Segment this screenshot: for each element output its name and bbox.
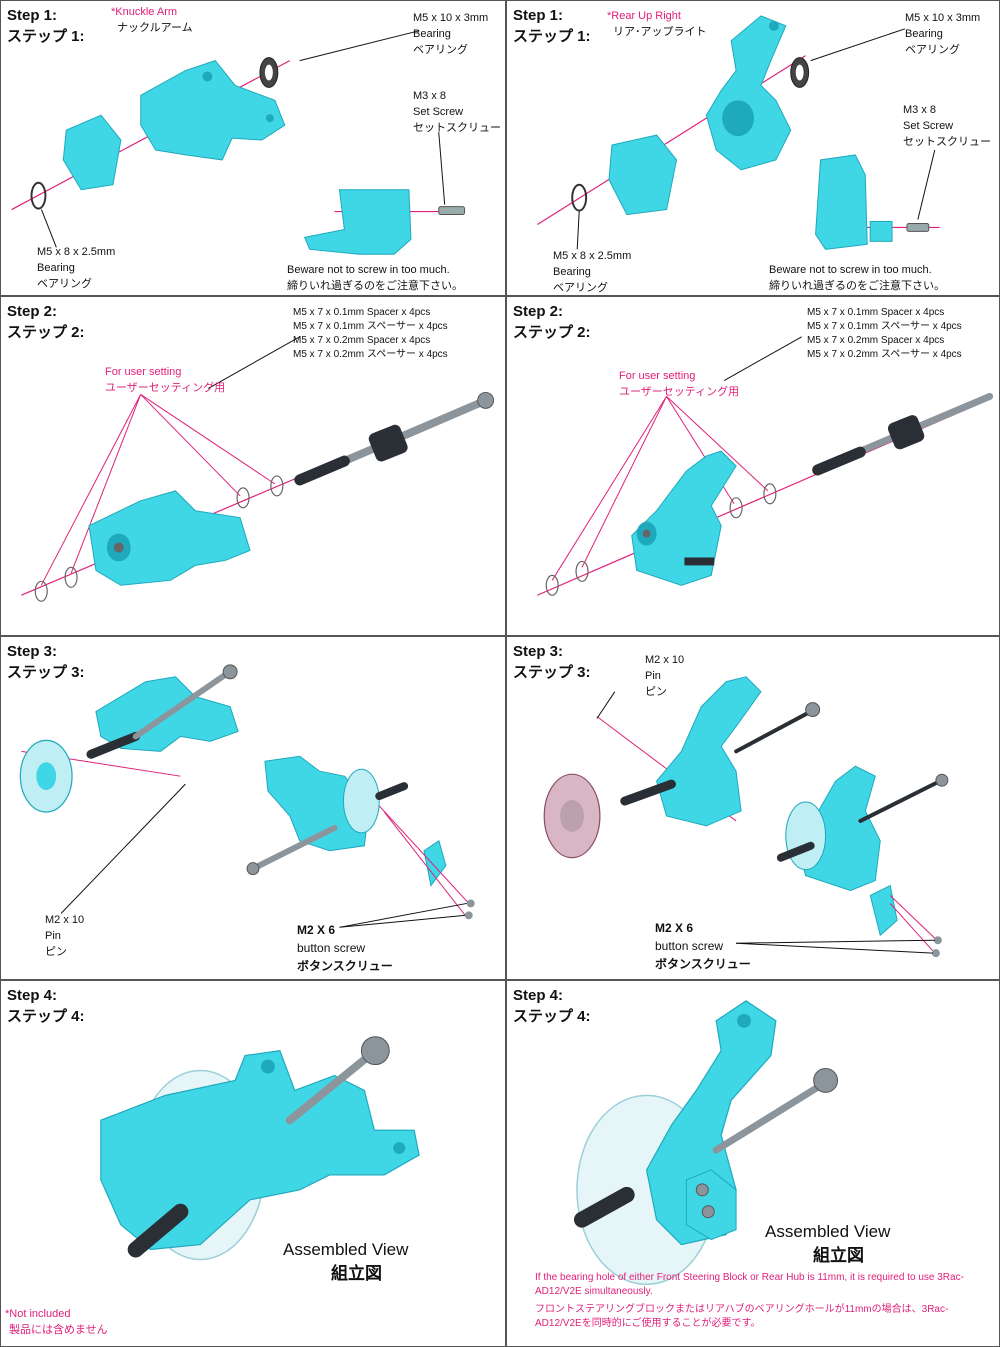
label-small-bearing: Bearing [553, 266, 591, 278]
label-rear-upright: *Rear Up Right [607, 10, 681, 22]
label-set-screw-jp: セットスクリュー [903, 136, 991, 148]
label-user-setting-jp: ユーザーセッティング用 [105, 382, 226, 394]
label-button-screw-jp: ボタンスクリュー [297, 959, 393, 973]
label-pin: Pin [645, 670, 661, 682]
label-warning-jp: 締りいれ過ぎるのをご注意下さい。 [769, 280, 945, 292]
panel-step4-upright: Step 4: ステップ 4: Assembled View 組立図 If th… [506, 980, 1000, 1347]
label-button-screw-size: M2 X 6 [297, 923, 336, 937]
label-set-screw-size: M3 x 8 [413, 90, 447, 102]
label-not-included: *Not included [5, 1308, 71, 1320]
step-title: Step 4: [513, 987, 564, 1004]
label-bearing-note-jp: フロントステアリングブロックまたはリアハブのベアリングホールが11mmの場合は、… [535, 1304, 949, 1329]
label-assembled-view-jp: 組立図 [331, 1264, 382, 1283]
step3-knuckle-diagram [19, 664, 475, 928]
label-bearing-size: M5 x 10 x 3mm [413, 12, 489, 24]
label-rear-upright-jp: リア･アップライト [613, 26, 707, 38]
label-spacer-1-jp: M5 x 7 x 0.1mm スペーサー x 4pcs [807, 321, 962, 332]
label-assembled-view: Assembled View [283, 1240, 409, 1259]
label-set-screw: Set Screw [413, 106, 464, 118]
step-title: Step 3: [513, 643, 564, 660]
label-set-screw-size: M3 x 8 [903, 104, 937, 116]
label-knuckle-arm: *Knuckle Arm [111, 6, 178, 18]
label-pin-size: M2 x 10 [645, 654, 685, 666]
panel-step3-upright: Step 3: ステップ 3: M2 x 10 [506, 636, 1000, 980]
step-title: Step 4: [7, 987, 58, 1004]
label-spacer-2: M5 x 7 x 0.2mm Spacer x 4pcs [293, 335, 431, 346]
label-spacer-2-jp: M5 x 7 x 0.2mm スペーサー x 4pcs [807, 349, 962, 360]
label-button-screw-size: M2 X 6 [655, 921, 694, 935]
step-title: Step 2: [513, 303, 564, 320]
step-title: Step 3: [7, 643, 58, 660]
label-assembled-view: Assembled View [765, 1222, 891, 1241]
label-user-setting-jp: ユーザーセッティング用 [619, 386, 740, 398]
label-pin-size: M2 x 10 [45, 914, 85, 926]
label-small-bearing-size: M5 x 8 x 2.5mm [37, 246, 116, 258]
label-pin: Pin [45, 930, 61, 942]
label-spacer-1: M5 x 7 x 0.1mm Spacer x 4pcs [293, 307, 431, 318]
panel-step3-knuckle: Step 3: ステップ 3: M2 x [0, 636, 506, 980]
label-small-bearing-jp: ベアリング [553, 282, 608, 294]
step-title-jp: ステップ 1: [7, 28, 85, 45]
step-title: Step 1: [7, 7, 58, 24]
label-spacer-2-jp: M5 x 7 x 0.2mm スペーサー x 4pcs [293, 349, 448, 360]
panel-step4-knuckle: Step 4: ステップ 4: Assembled View 組立図 *Not … [0, 980, 506, 1347]
label-spacer-1: M5 x 7 x 0.1mm Spacer x 4pcs [807, 307, 945, 318]
label-button-screw-jp: ボタンスクリュー [655, 957, 751, 971]
step4-knuckle-diagram [100, 1036, 420, 1261]
step-title-jp: ステップ 2: [513, 324, 591, 341]
step-title-jp: ステップ 1: [513, 28, 591, 45]
label-user-setting: For user setting [105, 366, 182, 378]
label-warning: Beware not to screw in too much. [769, 264, 932, 276]
step-title-jp: ステップ 4: [7, 1008, 85, 1025]
label-user-setting: For user setting [619, 370, 696, 382]
label-button-screw: button screw [297, 941, 366, 955]
label-spacer-1-jp: M5 x 7 x 0.1mm スペーサー x 4pcs [293, 321, 448, 332]
step-title-jp: ステップ 4: [513, 1008, 591, 1025]
panel-step2-knuckle: Step 2: ステップ 2: M5 x 7 x 0.1mm Spacer x … [0, 296, 506, 636]
panel-step2-upright: Step 2: ステップ 2: M5 x 7 x 0.1mm Spacer x … [506, 296, 1000, 636]
bearing-ring [30, 181, 47, 210]
step3-upright-diagram [543, 676, 949, 958]
step2-upright-diagram [537, 336, 994, 596]
label-pin-jp: ピン [45, 946, 67, 958]
label-bearing-jp: ベアリング [905, 44, 960, 56]
label-knuckle-arm-jp: ナックルアーム [117, 22, 193, 34]
step-title-jp: ステップ 3: [7, 664, 85, 681]
label-not-included-jp: 製品には含めません [9, 1324, 108, 1336]
step-title: Step 1: [513, 7, 564, 24]
label-bearing-size: M5 x 10 x 3mm [905, 12, 981, 24]
label-small-bearing: Bearing [37, 262, 75, 274]
label-assembled-view-jp: 組立図 [813, 1246, 864, 1265]
label-small-bearing-jp: ベアリング [37, 278, 92, 290]
step-title: Step 2: [7, 303, 58, 320]
label-small-bearing-size: M5 x 8 x 2.5mm [553, 250, 632, 262]
step2-knuckle-diagram [21, 336, 495, 602]
step1-knuckle-diagram [11, 30, 466, 255]
panel-step1-upright: Step 1: ステップ 1: *Rear Up Right リア･アップライト… [506, 0, 1000, 296]
label-warning: Beware not to screw in too much. [287, 264, 450, 276]
step1-upright-diagram [537, 15, 940, 250]
label-set-screw: Set Screw [903, 120, 954, 132]
label-spacer-2: M5 x 7 x 0.2mm Spacer x 4pcs [807, 335, 945, 346]
label-button-screw: button screw [655, 939, 724, 953]
step-title-jp: ステップ 2: [7, 324, 85, 341]
label-bearing-jp: ベアリング [413, 44, 468, 56]
label-bearing-note: If the bearing hole of either Front Stee… [535, 1272, 964, 1297]
step4-upright-diagram [573, 1000, 839, 1286]
step-title-jp: ステップ 3: [513, 664, 591, 681]
label-pin-jp: ピン [645, 686, 667, 698]
panel-step1-knuckle: Step 1: ステップ 1: *Knuckle Arm ナックルアーム [0, 0, 506, 296]
label-warning-jp: 締りいれ過ぎるのをご注意下さい。 [287, 280, 463, 292]
label-bearing: Bearing [905, 28, 943, 40]
label-bearing: Bearing [413, 28, 451, 40]
label-set-screw-jp: セットスクリュー [413, 122, 501, 134]
